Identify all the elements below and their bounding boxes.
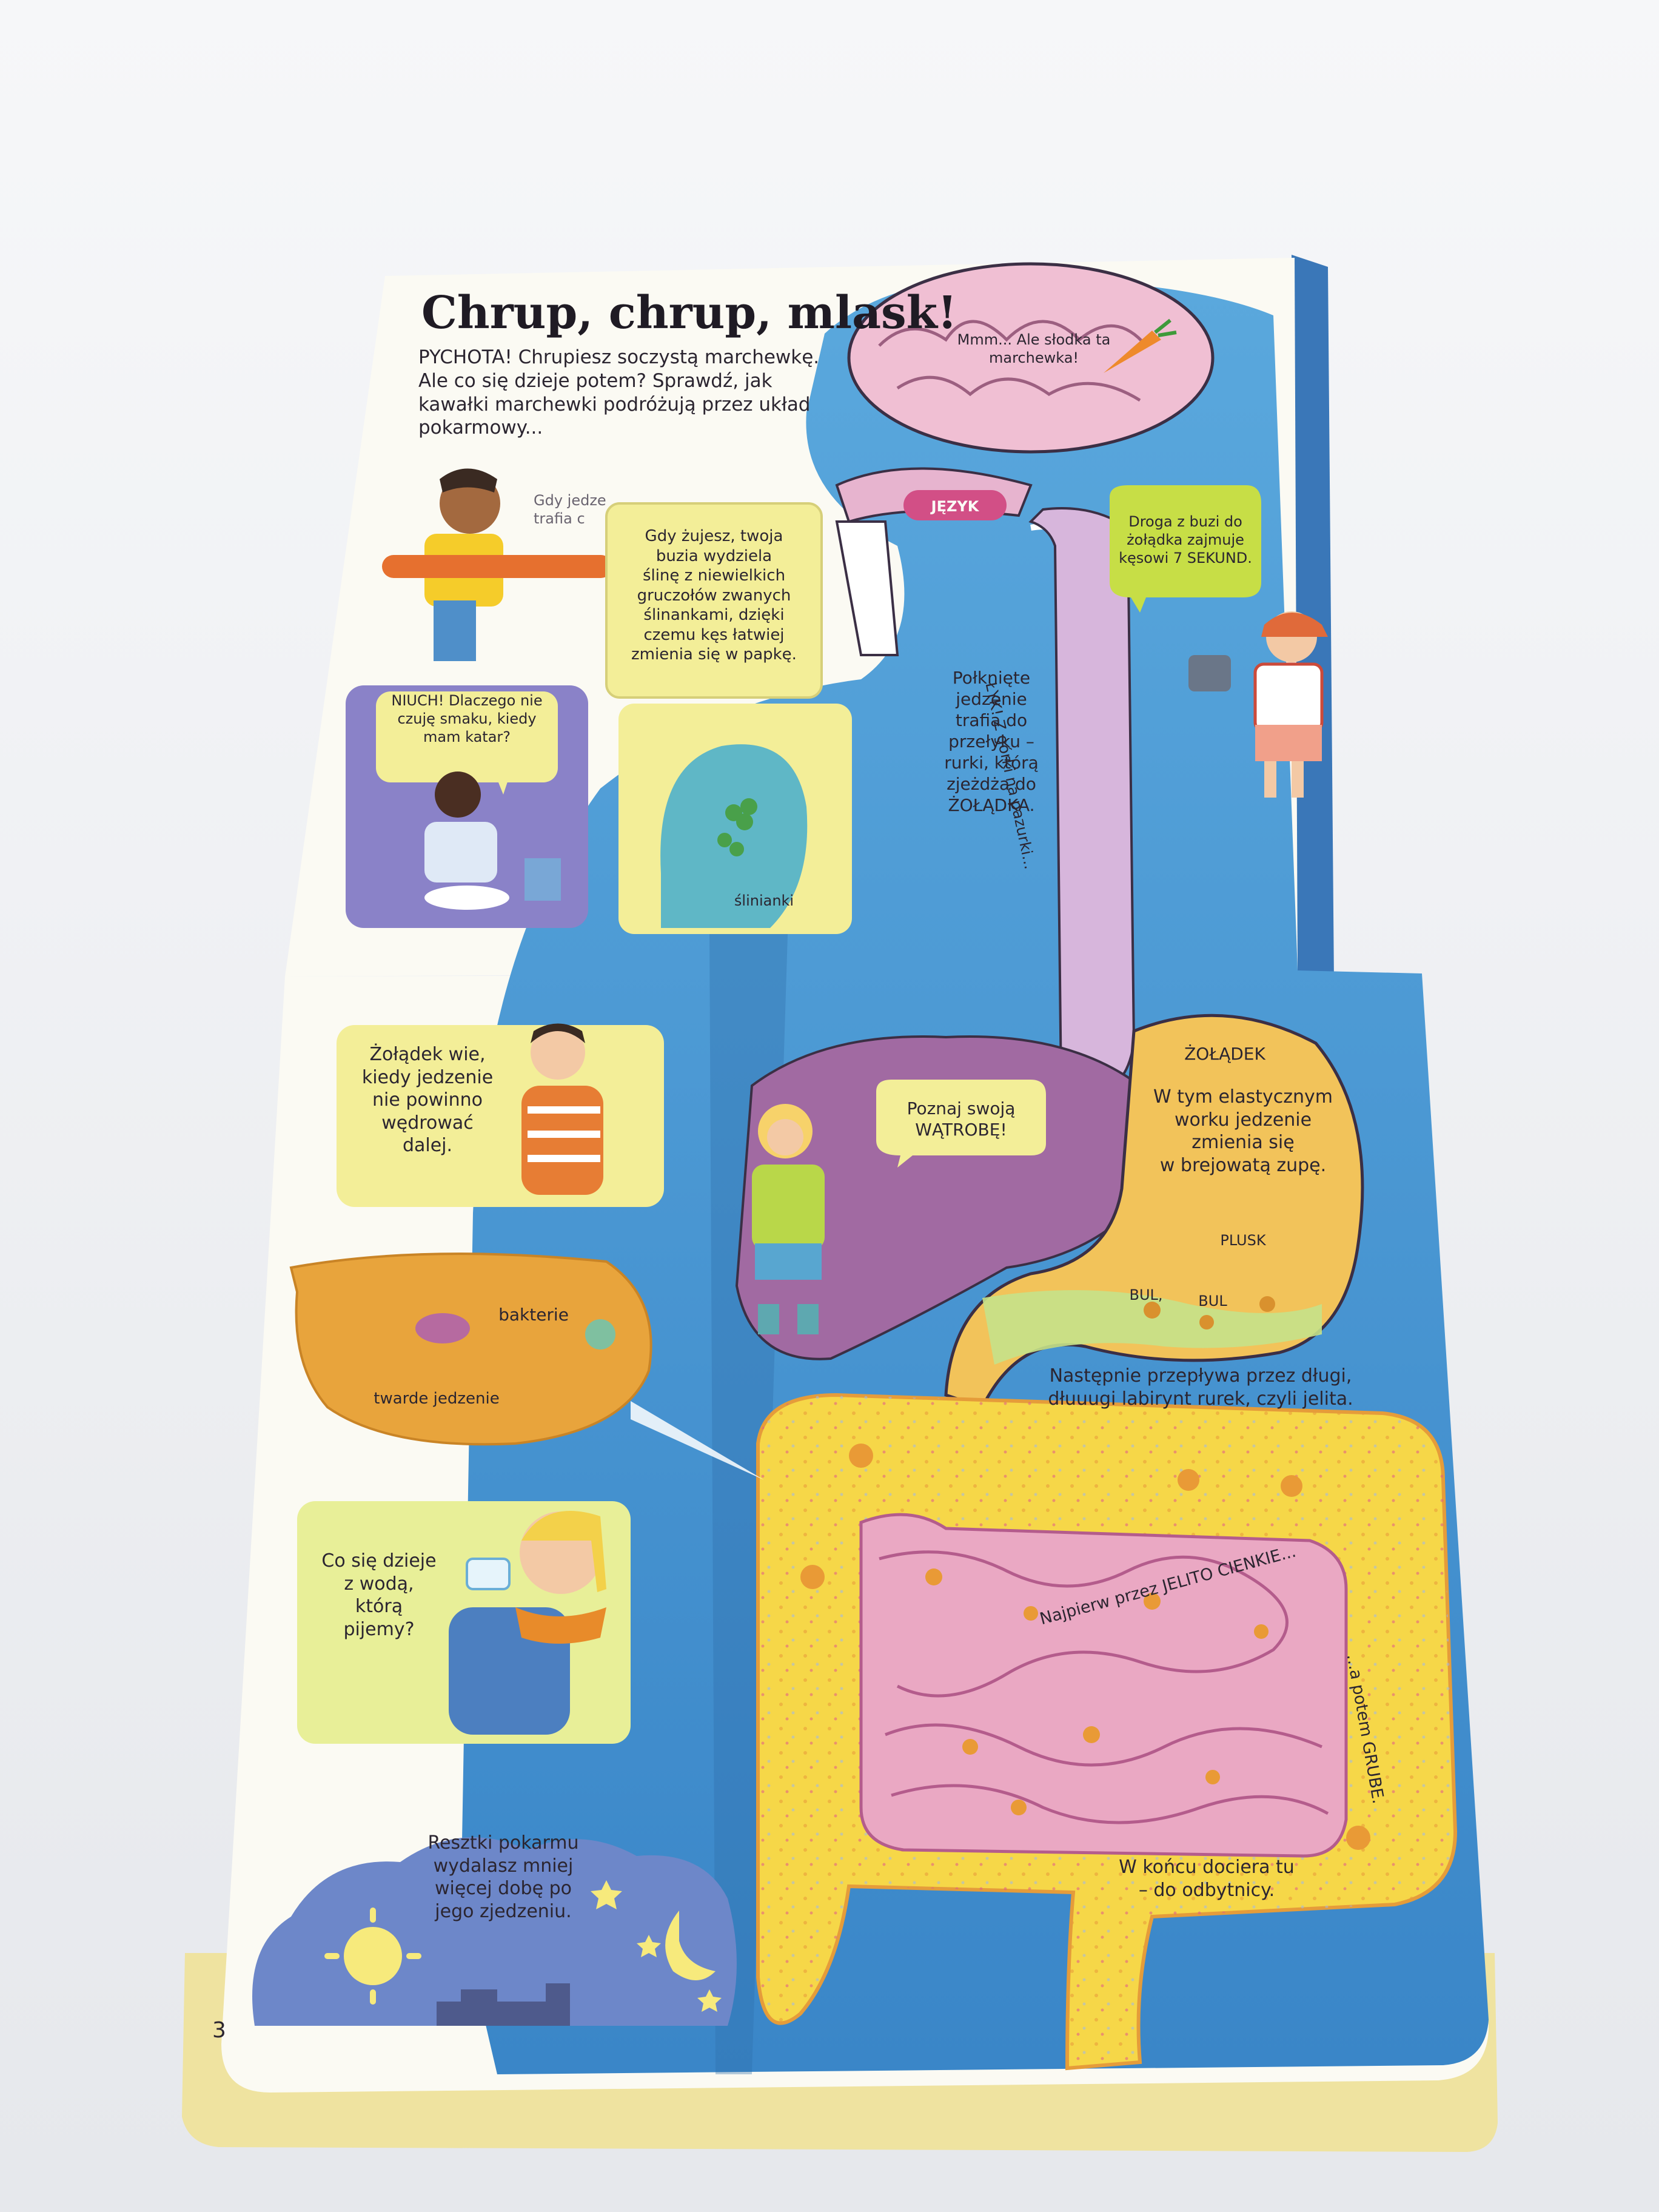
partial-caption: Gdy jedze trafia c <box>534 492 606 527</box>
brain-folds <box>878 320 1147 347</box>
stomach-title: ŻOŁĄDEK <box>1184 1044 1265 1064</box>
cold-speech-bubble <box>376 691 558 782</box>
bacteria-flap[interactable] <box>289 1252 652 1446</box>
moon-icon <box>665 1911 716 1980</box>
brain <box>847 262 1215 454</box>
toothbrush <box>382 555 612 578</box>
stopwatch-icon <box>1188 655 1231 691</box>
food-pieces <box>800 1444 1370 1850</box>
intestines-text: Następnie przepływa przez długi, dłuuugi… <box>1048 1365 1353 1410</box>
bacteria-label: bakterie <box>498 1305 569 1325</box>
star-icons <box>591 1880 722 2012</box>
intro-text: PYCHOTA! Chrupiesz soczystą marchewkę. A… <box>418 346 820 439</box>
esophagus-text: Połknięte jedzenie trafia do przełyku – … <box>944 668 1039 815</box>
rectum-text: W końcu dociera tu – do odbytnicy. <box>1119 1857 1295 1901</box>
sound-plusk: PLUSK <box>1220 1232 1266 1249</box>
timer-speech-bubble <box>1110 485 1261 613</box>
stomach-flap-text: Żołądek wie, kiedy jedzenie nie powinno … <box>361 1044 494 1156</box>
page-title: Chrup, chrup, mlask! <box>421 287 957 339</box>
tongue-label: JĘZYK <box>931 498 979 515</box>
page-number: 3 <box>212 2018 226 2043</box>
girl-drinking-water <box>449 1511 606 1735</box>
girl-with-hood <box>752 1104 825 1334</box>
teeth <box>835 520 899 656</box>
brain-bubble-text: Mmm... Ale słodka ta marchewka! <box>957 331 1111 366</box>
stomach-text: W tym elastycznym worku jedzenie zmienia… <box>1153 1086 1333 1176</box>
bacteria-icon-2 <box>585 1319 615 1350</box>
small-intestine <box>859 1513 1348 1858</box>
bacteria-icon <box>415 1313 470 1343</box>
liver-speech-bubble <box>876 1080 1046 1168</box>
liver-bubble-text: Poznaj swoją WĄTROBĘ! <box>907 1098 1016 1140</box>
sound-bul-2: BUL <box>1198 1293 1227 1309</box>
sound-bul-1: BUL, <box>1129 1286 1163 1303</box>
sun-icon <box>344 1927 402 1985</box>
esophagus <box>1028 507 1136 1087</box>
kid-toothbrush-illustration <box>382 468 612 661</box>
stomach-soup <box>982 1290 1322 1365</box>
night-text: Resztki pokarmu wydalasz mniej więcej do… <box>427 1832 579 1922</box>
glass-icon <box>466 1558 511 1590</box>
salivary-glands <box>717 798 757 856</box>
hard-food-label: twarde jedzenie <box>374 1390 500 1408</box>
carrot-icon <box>1104 331 1161 373</box>
city-silhouette <box>437 1983 570 2026</box>
tongue-tag <box>903 490 1007 520</box>
saliva-flap[interactable] <box>605 502 823 699</box>
saliva-flap-text: Gdy żujesz, twoja buzia wydziela ślinę z… <box>631 527 797 664</box>
boy-stomach-ache <box>521 1023 603 1195</box>
cold-bubble-text: NIUCH! Dlaczego nie czuję smaku, kiedy m… <box>391 692 543 745</box>
water-flap-text: Co się dzieje z wodą, którą pijemy? <box>321 1550 437 1640</box>
timer-bubble-text: Droga z buzi do żołądka zajmuje kęsowi 7… <box>1119 513 1252 566</box>
tissue-box <box>525 858 561 901</box>
zoom-pointer <box>631 1401 764 1480</box>
glands-label: ślinianki <box>734 892 794 909</box>
kid-with-stopwatch <box>1188 611 1328 798</box>
